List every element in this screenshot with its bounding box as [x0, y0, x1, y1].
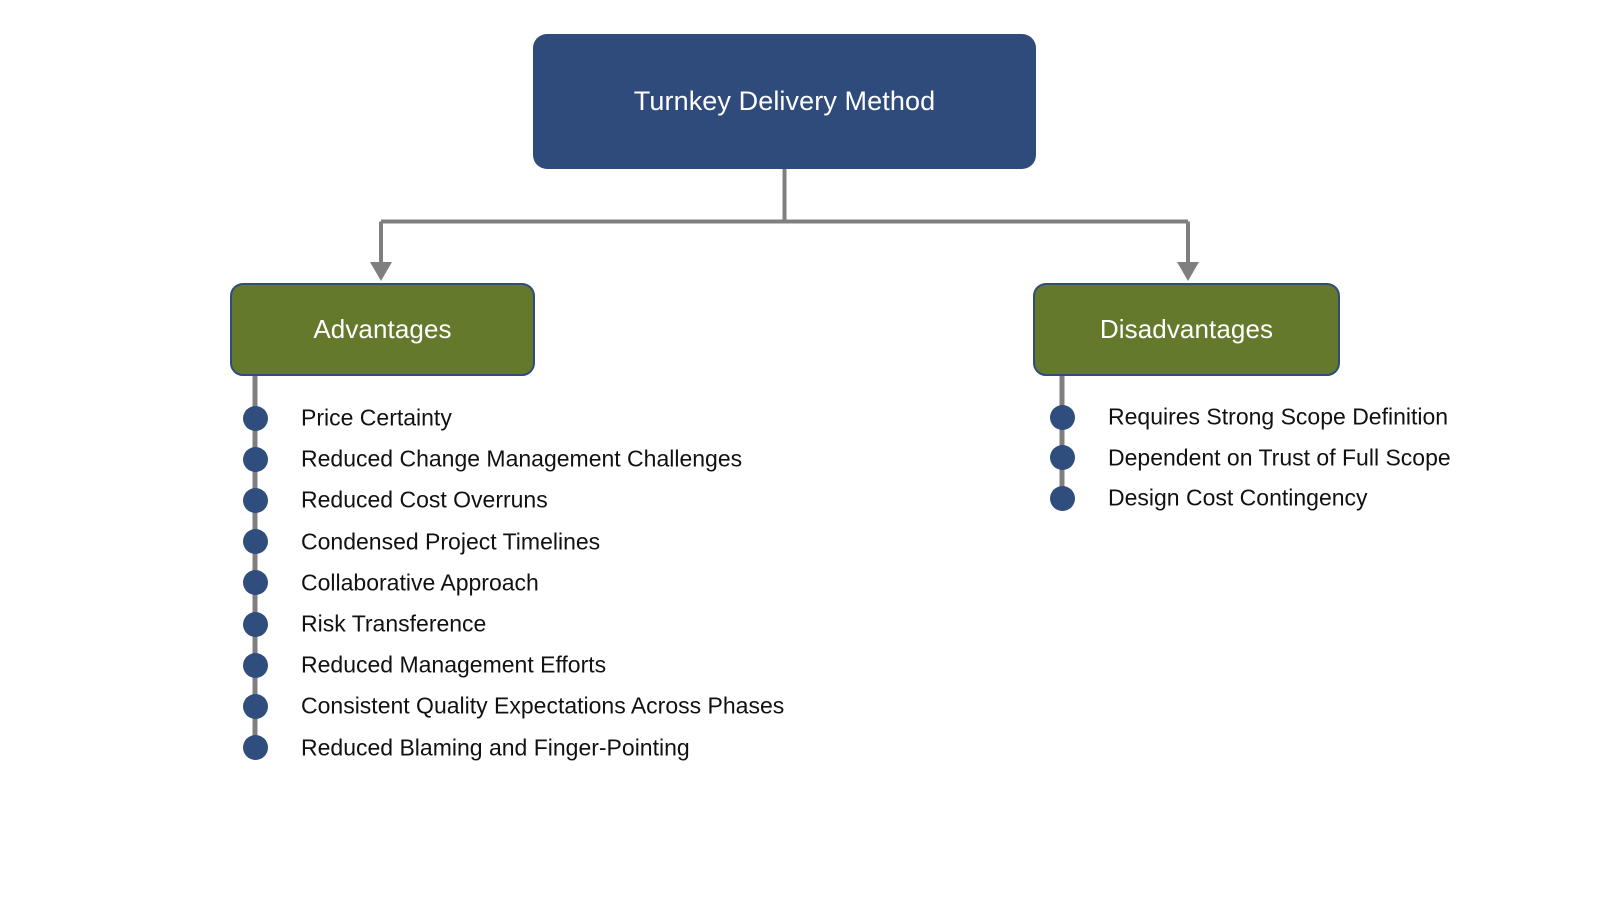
arrowhead-right-icon — [1177, 262, 1199, 281]
bullet-dot-icon — [1049, 404, 1075, 430]
bullet-dot-icon — [242, 487, 268, 513]
bullet-dot-icon — [242, 405, 268, 431]
list-item-label: Requires Strong Scope Definition — [1108, 403, 1449, 430]
root-node-label: Turnkey Delivery Method — [633, 86, 936, 116]
branch-node-disadvantages[interactable]: Disadvantages — [1033, 283, 1340, 376]
bullet-dot-icon — [1049, 445, 1075, 470]
bullet-dot-icon — [242, 735, 268, 761]
bullet-dot-icon — [242, 529, 268, 555]
list-item-label: Design Cost Contingency — [1108, 484, 1368, 511]
list-item-label: Dependent on Trust of Full Scope — [1108, 444, 1451, 470]
list-item-label: Collaborative Approach — [301, 569, 539, 596]
branch-node-advantages[interactable]: Advantages — [230, 283, 535, 376]
bullet-dot-icon — [1049, 485, 1075, 511]
arrowhead-left-icon — [370, 262, 392, 281]
list-item-label: Condensed Project Timelines — [301, 528, 601, 555]
bullet-dot-icon — [242, 693, 268, 719]
list-item-label: Reduced Cost Overruns — [301, 486, 548, 513]
list-spine-disadvantages — [1059, 376, 1065, 498]
branch-node-label-disadvantages: Disadvantages — [1099, 314, 1274, 344]
list-item-label: Price Certainty — [301, 404, 452, 431]
list-spine-advantages — [252, 376, 258, 748]
list-item-label: Reduced Blaming and Finger-Pointing — [301, 734, 690, 761]
list-item-label: Reduced Management Efforts — [301, 651, 607, 678]
root-node-turnkey-delivery-method[interactable]: Turnkey Delivery Method — [533, 34, 1036, 169]
branch-node-label-advantages: Advantages — [313, 314, 452, 344]
list-item-label: Consistent Quality Expectations Across P… — [301, 692, 785, 719]
bullet-dot-icon — [242, 611, 268, 637]
list-item-label: Risk Transference — [301, 610, 487, 637]
bullet-dot-icon — [242, 570, 268, 596]
bullet-dot-icon — [242, 446, 268, 472]
list-item-label: Reduced Change Management Challenges — [301, 445, 743, 472]
bullet-dot-icon — [242, 652, 268, 678]
